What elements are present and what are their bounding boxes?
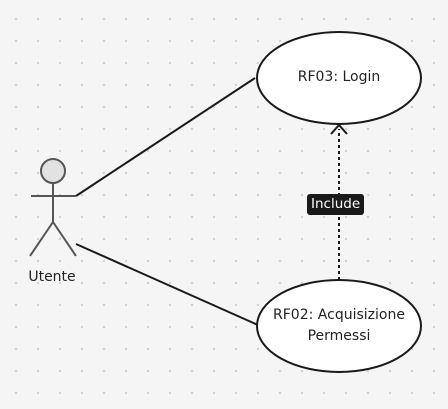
include-label: Include [307,194,365,215]
actor-utente[interactable] [29,158,77,257]
association-utente-acquisizione[interactable] [75,243,259,326]
actor-name: Utente [28,269,76,285]
association-utente-login[interactable] [75,77,256,197]
usecase-login[interactable] [256,31,422,125]
actor-left-leg [29,221,54,257]
usecase-acquisizione-permessi[interactable] [256,279,422,373]
actor-head [40,158,66,184]
actor-right-leg [52,221,77,257]
